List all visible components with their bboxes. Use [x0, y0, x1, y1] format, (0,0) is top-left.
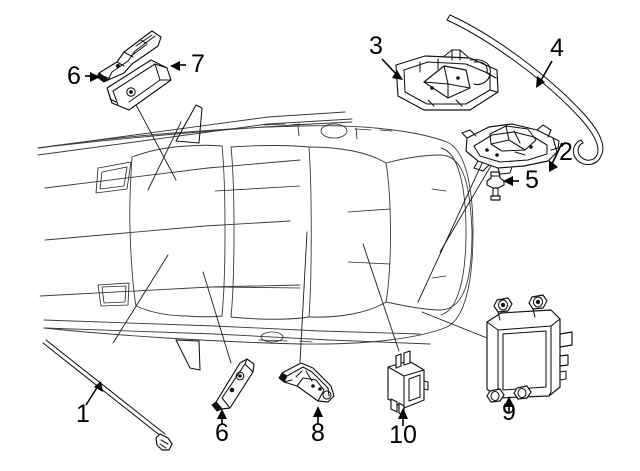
- part-8-keyless-entry-antenna: [278, 362, 335, 403]
- callout-6-lower: 6: [215, 409, 229, 447]
- callout-9: 9: [502, 396, 516, 426]
- callout-label-6-upper: 6: [67, 62, 81, 90]
- part-1-antenna-mast-rod: [42, 339, 173, 451]
- callout-label-8: 8: [311, 419, 325, 447]
- part-2-antenna-base-bracket: [461, 123, 560, 175]
- vehicle-body-topview: [37, 104, 474, 371]
- callout-1: 1: [76, 381, 103, 428]
- part-6-antenna-amplifier-right: [211, 358, 255, 412]
- callout-2: 2: [549, 138, 573, 172]
- callout-label-4: 4: [550, 34, 564, 62]
- callout-label-6-lower: 6: [215, 419, 229, 447]
- part-5-push-pin-retainer: [486, 171, 505, 201]
- callout-4: 4: [536, 34, 564, 88]
- part-3-antenna-mounting-plate: [395, 49, 499, 111]
- callout-label-5: 5: [525, 166, 539, 194]
- callout-label-7: 7: [191, 50, 205, 78]
- callout-6-upper: 6: [67, 62, 100, 90]
- callout-3: 3: [369, 32, 403, 80]
- callout-label-3: 3: [369, 32, 383, 60]
- part-6-antenna-amplifier-left: [96, 30, 162, 83]
- callout-5: 5: [503, 166, 539, 194]
- callout-label-2: 2: [559, 138, 573, 166]
- part-9-antenna-control-module: [486, 294, 573, 403]
- callout-10: 10: [389, 408, 417, 449]
- callout-8: 8: [311, 406, 325, 447]
- part-4-antenna-coaxial-cable: [446, 14, 604, 165]
- part-10-rain-sensor-module: [387, 350, 429, 417]
- callout-label-1: 1: [76, 400, 90, 428]
- part-7-antenna-cover-trim: [106, 59, 172, 111]
- callout-7: 7: [170, 50, 205, 78]
